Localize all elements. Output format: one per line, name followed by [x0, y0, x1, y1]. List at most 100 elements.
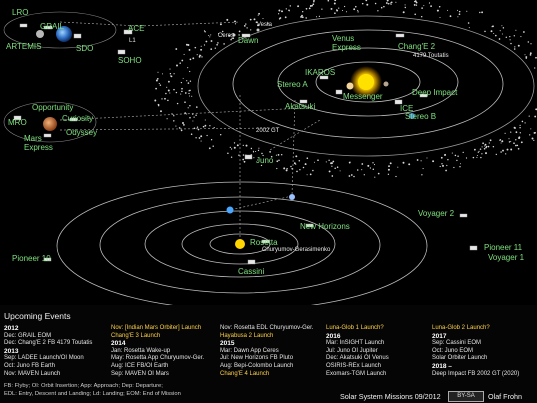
asteroid-dot [353, 175, 355, 178]
label-ace: ACE [128, 24, 145, 33]
asteroid-dot [483, 147, 486, 150]
label-akatsuki: Akatsuki [285, 102, 316, 111]
asteroid-dot [339, 170, 341, 172]
asteroid-dot [336, 9, 339, 12]
ceres-icon [232, 33, 236, 37]
asteroid-dot [313, 161, 315, 163]
asteroid-dot [306, 174, 308, 176]
asteroid-dot [285, 169, 288, 172]
asteroid-dot [476, 154, 478, 157]
asteroid-dot [295, 163, 297, 165]
asteroid-dot [445, 169, 447, 172]
asteroid-dot [176, 64, 178, 67]
asteroid-dot [230, 156, 233, 158]
asteroid-dot [350, 174, 353, 176]
legend-entry: 2015 [220, 340, 235, 348]
asteroid-dot [258, 147, 260, 149]
asteroid-dot [430, 5, 432, 7]
asteroid-dot [357, 11, 359, 13]
asteroid-dot [179, 62, 181, 64]
asteroid-dot [472, 156, 475, 159]
asteroid-dot [517, 44, 520, 47]
asteroid-dot [203, 44, 206, 46]
asteroid-dot [348, 161, 351, 164]
asteroid-dot [485, 152, 487, 155]
asteroid-dot [474, 148, 476, 151]
asteroid-dot [305, 17, 307, 19]
asteroid-dot [202, 125, 205, 128]
asteroid-dot [327, 0, 330, 2]
asteroid-dot [372, 162, 374, 164]
asteroid-dot [217, 32, 220, 35]
asteroid-dot [524, 54, 526, 56]
asteroid-dot [252, 150, 254, 152]
mercury-icon [383, 81, 389, 87]
asteroid-dot [374, 176, 376, 178]
asteroid-dot [492, 25, 494, 28]
label-ceres: Ceres [218, 33, 235, 39]
asteroid-dot [458, 10, 461, 13]
asteroid-dot [191, 95, 193, 97]
asteroid-dot [280, 153, 283, 156]
asteroid-dot [413, 3, 416, 6]
asteroid-dot [363, 174, 365, 176]
asteroid-dot [230, 38, 232, 41]
label-ikaros: IKAROS [305, 68, 336, 77]
asteroid-dot [372, 168, 375, 170]
asteroid-dot [515, 131, 518, 134]
asteroid-dot [155, 79, 158, 82]
venus-icon [346, 82, 354, 90]
asteroid-dot [189, 58, 192, 61]
asteroid-dot [331, 162, 333, 165]
asteroid-dot [267, 22, 269, 25]
asteroid-dot [182, 122, 184, 124]
label-soho: SOHO [118, 56, 142, 65]
asteroid-dot [517, 147, 520, 150]
mars-icon [43, 117, 57, 131]
asteroid-dot [250, 29, 252, 31]
asteroid-dot [513, 126, 516, 129]
asteroid-dot [348, 175, 351, 177]
asteroid-dot [390, 2, 392, 4]
asteroid-dot [189, 105, 191, 107]
asteroid-dot [302, 11, 304, 13]
asteroid-dot [164, 97, 166, 100]
inner-orbits [197, 15, 535, 157]
asteroid-dot [451, 152, 453, 154]
asteroid-dot [270, 155, 273, 158]
asteroid-dot [219, 133, 222, 136]
asteroid-dot [330, 7, 333, 10]
asteroid-dot [208, 34, 210, 37]
legend-entry: 2014 [111, 340, 126, 348]
asteroid-dot [233, 146, 236, 149]
asteroid-dot [200, 48, 203, 51]
asteroid-dot [508, 141, 511, 143]
asteroid-dot [195, 106, 198, 108]
legend-entry: Jul: New Horizons FB Pluto [220, 355, 294, 362]
asteroid-dot [167, 99, 169, 102]
legend-entry: Aug: Bepi-Colombo Launch [220, 362, 294, 369]
asteroid-dot [184, 101, 186, 103]
asteroid-dot [192, 57, 195, 60]
asteroid-dot [444, 154, 446, 156]
asteroid-dot [181, 87, 183, 90]
legend-entry: May: Rosetta App Churyumov-Ger. [111, 355, 205, 362]
legend-entry: Jan: Rosetta Wake-up [111, 347, 171, 354]
earth-moon-ring [3, 11, 117, 49]
label-pioneer11: Pioneer 11 [484, 243, 523, 252]
jupiter-icon [226, 206, 234, 214]
label-l1: L1 [129, 38, 136, 44]
asteroid-dot [404, 6, 407, 9]
asteroid-dot [194, 46, 197, 49]
asteroid-dot [529, 134, 531, 136]
license-badge: BY-SA [448, 391, 484, 402]
asteroid-dot [466, 10, 468, 12]
asteroid-dot [523, 31, 525, 33]
asteroid-dot [499, 30, 501, 32]
asteroid-dot [366, 3, 369, 6]
asteroid-dot [238, 30, 241, 33]
legend-entry: 2017 [432, 332, 447, 340]
asteroid-dot [509, 35, 511, 38]
asteroid-dot [446, 164, 448, 167]
asteroid-dot [484, 30, 486, 33]
